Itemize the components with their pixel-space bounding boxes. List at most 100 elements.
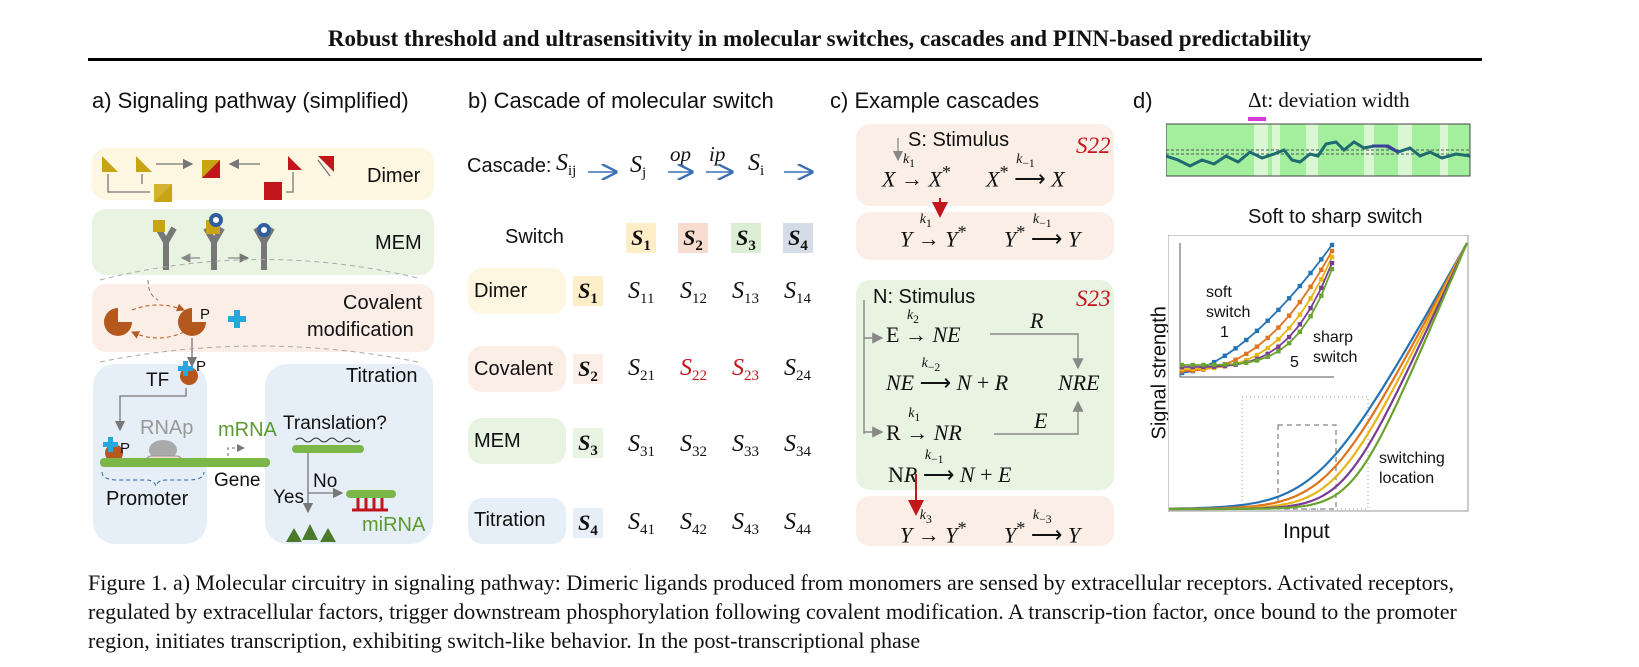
inset-marker [1276,344,1281,349]
inset-marker [1297,312,1303,317]
eq-y-back: Y* k−1⟶ Y [1004,212,1081,252]
dimer-label-b: Dimer [474,280,528,302]
inset-marker [1308,306,1313,311]
inset-marker [1329,260,1335,266]
cascade-si: Si [748,150,765,179]
inset-marker [1233,361,1238,367]
inset-marker [1222,362,1228,367]
label-e: E [1034,408,1048,433]
inset-marker [1265,345,1270,351]
inset-marker [1254,358,1260,363]
stimulus-s: S: Stimulus [908,129,1010,151]
inset-marker [1211,359,1217,365]
inset-marker [1254,344,1260,349]
s23-box-bottom [856,496,1114,546]
chart-line-1 [1169,242,1468,510]
panel-c-label: c) Example cascades [830,88,1040,113]
inset-marker [1319,257,1324,262]
cascade-sj: Sj [630,152,647,181]
inset-marker [1211,362,1217,368]
no-label: No [313,471,338,492]
inset-marker [1329,266,1335,272]
eq-x-back: X* k−1⟶ X [986,152,1065,192]
monomer-icons [102,156,334,202]
cell-s23: S23 [732,355,759,384]
s22-box-bottom [856,212,1114,260]
cell-s33: S33 [732,431,759,460]
cascade-arrows [588,160,820,184]
inset-marker [1329,242,1335,248]
cell-s13: S13 [732,278,759,307]
cell-s41: S41 [628,509,655,538]
switching-label: switching [1379,450,1445,467]
label-nre: NRE [1058,370,1100,395]
eq-y-forward: Y k1→ Y* [900,212,967,252]
chart-title: Soft to sharp switch [1248,206,1423,228]
covalent-row-a [92,284,434,352]
inset-marker [1265,335,1270,341]
cell-s31: S31 [628,431,655,460]
inset-marker [1308,296,1313,301]
inset-marker [1276,325,1281,330]
cell-s42: S42 [680,509,707,538]
gene-label: Gene [214,470,261,491]
row-switch-s4: S4 [573,508,603,539]
inset-marker [1254,352,1260,358]
eq-y3-back: Y* k−3⟶ Y [1004,508,1081,548]
inset-marker [1319,285,1324,291]
label-r: R [1030,308,1044,333]
receptor-icons [155,226,275,270]
inset-marker [1222,353,1228,358]
panel-a-label: a) Signaling pathway (simplified) [92,88,409,113]
inset-marker [1308,284,1313,290]
inset-switch2: switch [1313,349,1358,366]
rnap-label: RNAp [140,417,194,439]
paper-title: Robust threshold and ultrasensitivity in… [327,26,1312,51]
inset-marker [1233,346,1238,351]
mem-row-b [468,418,566,464]
inset-marker [1286,340,1292,346]
inset-marker [1244,360,1249,365]
inset-marker [1254,328,1260,333]
inset-marker [1329,248,1335,254]
titration-row-b [468,498,566,544]
deviation-strip [1166,117,1471,177]
inset-marker [1276,337,1281,342]
inset-marker [1201,362,1206,368]
inset-marker [1297,322,1303,327]
inset-marker [1265,351,1270,357]
chart-line-5 [1169,242,1469,511]
inset-marker [1276,349,1281,354]
inset-marker [1286,325,1292,331]
soft-sharp-chart [1168,235,1469,512]
inset-marker [1179,362,1185,368]
pathway-diagram [99,156,419,542]
cell-s44: S44 [784,509,811,538]
cell-s43: S43 [732,509,759,538]
eq-ne-back: NE k−2⟶ N + R [886,356,1009,395]
s22-box-top [856,124,1114,206]
stimulus-n: N: Stimulus [873,286,976,308]
inset-marker [1297,283,1303,289]
cascade-label: Cascade: [467,155,552,177]
cell-s32: S32 [680,431,707,460]
inset-switch: switch [1206,304,1251,321]
chart-main-lines [1169,242,1469,511]
switch-header-s3: S3 [731,223,761,254]
cell-s22: S22 [680,355,707,384]
x-axis-label: Input [1283,520,1330,543]
row-switch-s2: S2 [573,354,603,385]
inset-marker [1286,296,1292,301]
inset-marker [1297,299,1303,305]
promoter-label: Promoter [106,488,189,510]
inset-marker [1244,351,1249,357]
inset-marker [1308,270,1313,276]
switch-header-s1: S1 [626,223,656,254]
inset-soft: soft [1206,284,1232,301]
inset-marker [1265,318,1270,323]
inset-marker [1190,362,1195,368]
cascade-sij: Sij [556,150,577,179]
inset-marker [1319,267,1324,273]
inset-marker [1308,314,1313,319]
p-label-2: P [196,358,207,375]
